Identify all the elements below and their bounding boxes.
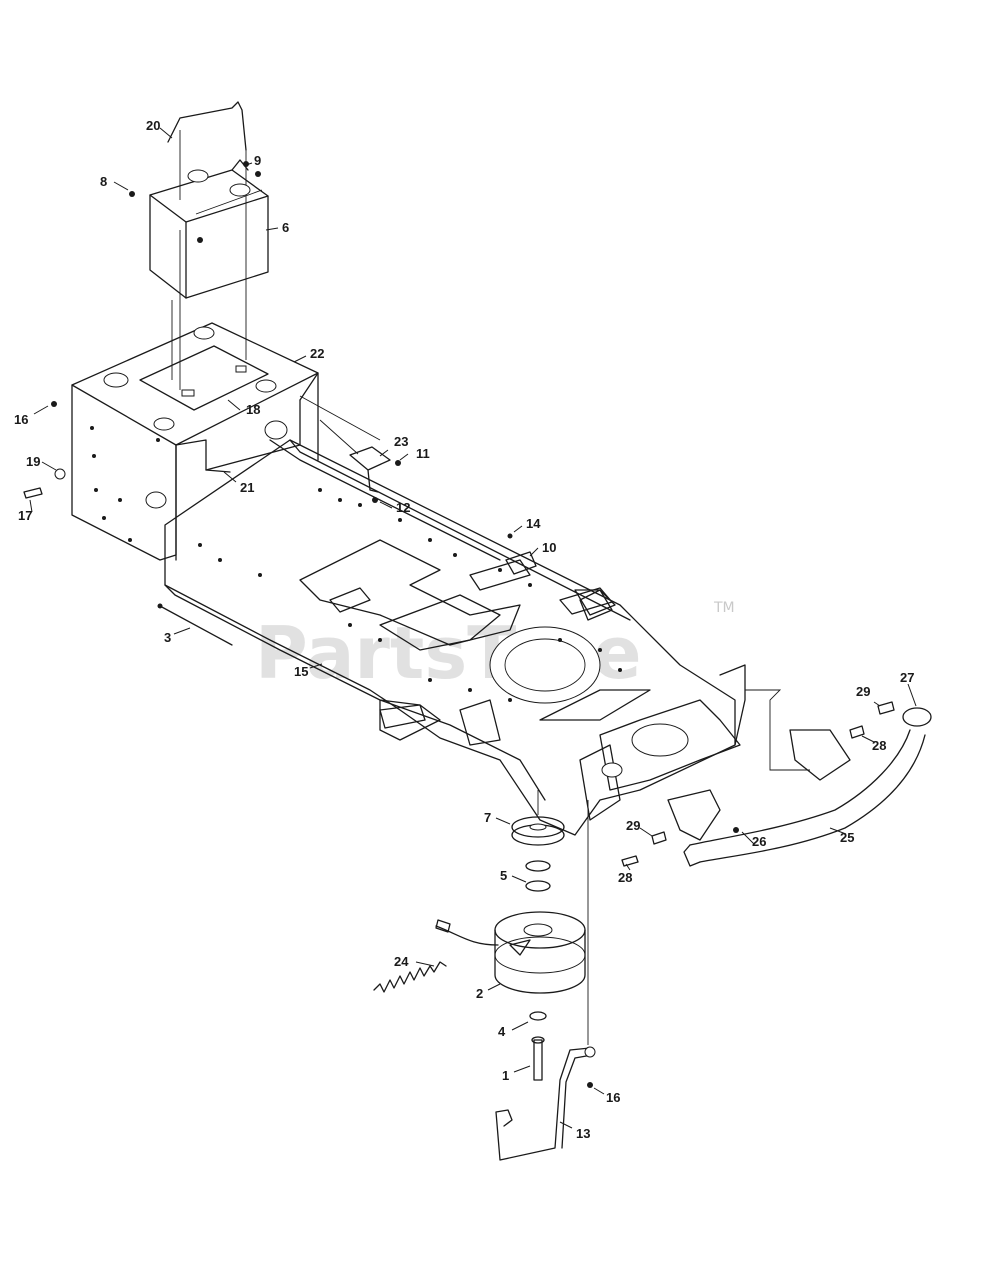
callout-29-left: 29	[626, 818, 640, 833]
callout-27: 27	[900, 670, 914, 685]
callout-19: 19	[26, 454, 40, 469]
callout-14: 14	[526, 516, 541, 531]
bolt	[529, 1011, 547, 1081]
main-frame	[164, 439, 736, 836]
watermark-trademark: TM	[713, 600, 735, 616]
battery	[149, 159, 269, 299]
ignition-bracket	[319, 419, 401, 503]
callout-15: 15	[294, 664, 308, 679]
callout-17: 17	[18, 508, 32, 523]
callout-10: 10	[542, 540, 556, 555]
cable-tie	[157, 603, 233, 646]
callout-9: 9	[254, 153, 261, 168]
battery-hardware	[129, 161, 261, 390]
callout-16-lower: 16	[606, 1090, 620, 1105]
callout-3: 3	[164, 630, 171, 645]
pto-clutch	[435, 911, 586, 994]
callout-2: 2	[476, 986, 483, 1001]
callout-4: 4	[498, 1024, 506, 1039]
callout-5: 5	[500, 868, 507, 883]
callout-21: 21	[240, 480, 254, 495]
front-brackets	[379, 589, 746, 821]
leader-lines	[29, 127, 917, 1129]
callout-6: 6	[282, 220, 289, 235]
callout-23: 23	[394, 434, 408, 449]
callout-20: 20	[146, 118, 160, 133]
pulley	[511, 790, 565, 892]
callout-13: 13	[576, 1126, 590, 1141]
callout-1: 1	[502, 1068, 509, 1083]
callout-22: 22	[310, 346, 324, 361]
callout-25: 25	[840, 830, 854, 845]
spring	[373, 961, 447, 993]
callout-29-right: 29	[856, 684, 870, 699]
callout-28-left: 28	[618, 870, 632, 885]
callout-11: 11	[416, 446, 430, 461]
front-bumper	[667, 689, 932, 867]
callout-18: 18	[246, 402, 260, 417]
lift-rod	[495, 800, 596, 1161]
battery-tray	[71, 322, 319, 446]
callout-7: 7	[484, 810, 491, 825]
left-hardware	[23, 401, 96, 499]
dash-support	[205, 395, 501, 561]
callout-28-right: 28	[872, 738, 886, 753]
callout-labels: 20 8 9 6 22 18 16 19 17 21 23 11 12 14 1…	[14, 118, 914, 1141]
callout-16-left: 16	[14, 412, 28, 427]
callout-12: 12	[396, 500, 410, 515]
bumper-hardware	[621, 701, 895, 867]
callout-8: 8	[100, 174, 107, 189]
callout-26: 26	[752, 834, 766, 849]
dash-panel	[71, 372, 319, 561]
callout-24: 24	[394, 954, 409, 969]
clip	[505, 533, 537, 575]
